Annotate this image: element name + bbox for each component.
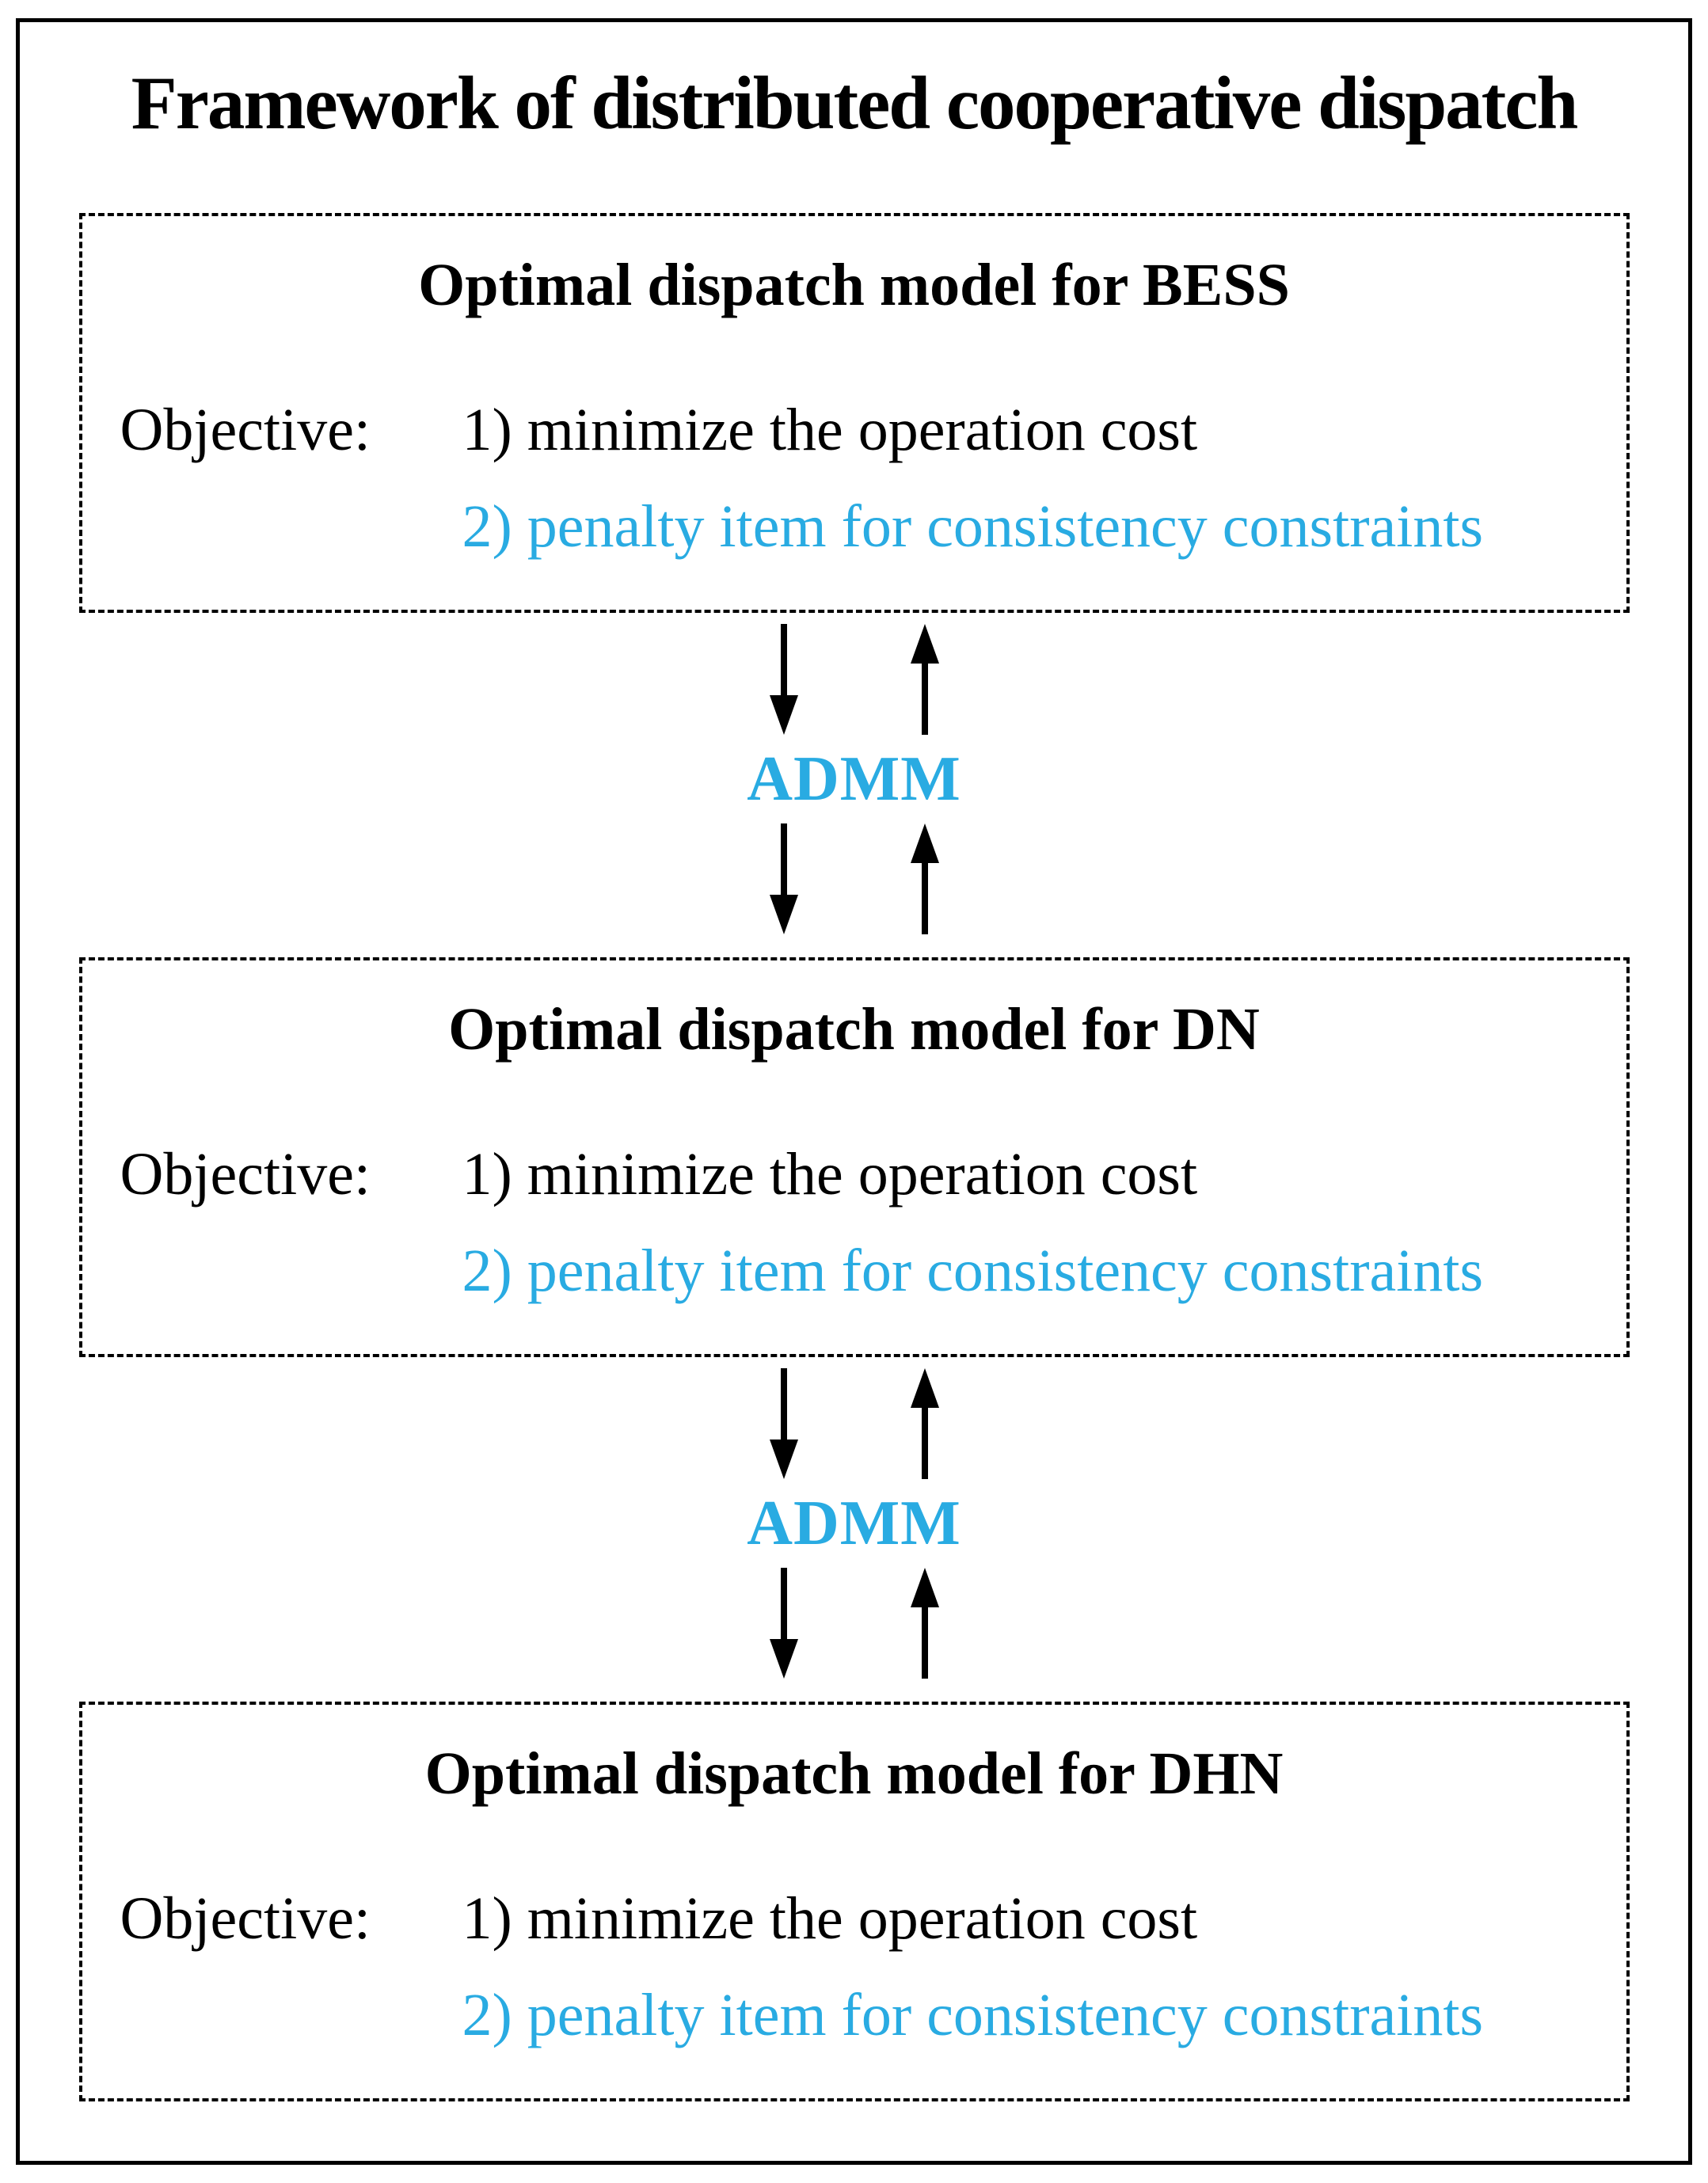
- dhn-objective-item-1: 1) minimize the operation cost: [462, 1885, 1198, 1953]
- bess-objective-item-2: 2) penalty item for consistency constrai…: [462, 493, 1484, 560]
- dn-box-title: Optimal dispatch model for DN: [448, 996, 1260, 1063]
- bess-objective-item-1: 1) minimize the operation cost: [462, 397, 1198, 464]
- outer-frame: Framework of distributed cooperative dis…: [16, 18, 1692, 2165]
- up-arrow-icon: [910, 624, 939, 736]
- down-arrow-icon: [769, 624, 798, 736]
- figure-title: Framework of distributed cooperative dis…: [131, 61, 1579, 145]
- down-arrow-icon: [769, 823, 798, 935]
- bess-box-title: Optimal dispatch model for BESS: [418, 252, 1290, 319]
- arrow-pair-top-1: [768, 624, 941, 736]
- up-arrow-icon: [910, 1568, 939, 1679]
- up-arrow-icon: [910, 1368, 939, 1480]
- dn-objective-row: Objective: 1) minimize the operation cos…: [82, 1139, 1626, 1211]
- dn-objective-label: Objective:: [120, 1141, 371, 1208]
- dn-objective-item-1: 1) minimize the operation cost: [462, 1141, 1198, 1208]
- down-arrow-icon: [769, 1568, 798, 1679]
- admm-label-1: ADMM: [747, 744, 961, 815]
- arrow-pair-bottom-1: [768, 823, 941, 935]
- bess-objective-label: Objective:: [120, 397, 371, 464]
- arrow-pair-bottom-2: [768, 1568, 941, 1679]
- dn-objective-item-2: 2) penalty item for consistency constrai…: [462, 1237, 1484, 1304]
- bess-objective-row: Objective: 1) minimize the operation cos…: [82, 394, 1626, 466]
- arrow-pair-top-2: [768, 1368, 941, 1480]
- admm-label-2: ADMM: [747, 1489, 961, 1559]
- admm-connector-1: ADMM: [20, 613, 1688, 957]
- bess-model-box: Optimal dispatch model for BESS Objectiv…: [78, 213, 1630, 614]
- dhn-model-box: Optimal dispatch model for DHN Objective…: [78, 1702, 1630, 2102]
- dhn-box-title: Optimal dispatch model for DHN: [424, 1740, 1284, 1808]
- up-arrow-icon: [910, 823, 939, 935]
- dhn-objective-item-2: 2) penalty item for consistency constrai…: [462, 1981, 1484, 2048]
- admm-connector-2: ADMM: [20, 1357, 1688, 1702]
- dn-model-box: Optimal dispatch model for DN Objective:…: [78, 957, 1630, 1358]
- down-arrow-icon: [769, 1368, 798, 1480]
- dhn-objective-row: Objective: 1) minimize the operation cos…: [82, 1883, 1626, 1955]
- dhn-objective-label: Objective:: [120, 1885, 371, 1953]
